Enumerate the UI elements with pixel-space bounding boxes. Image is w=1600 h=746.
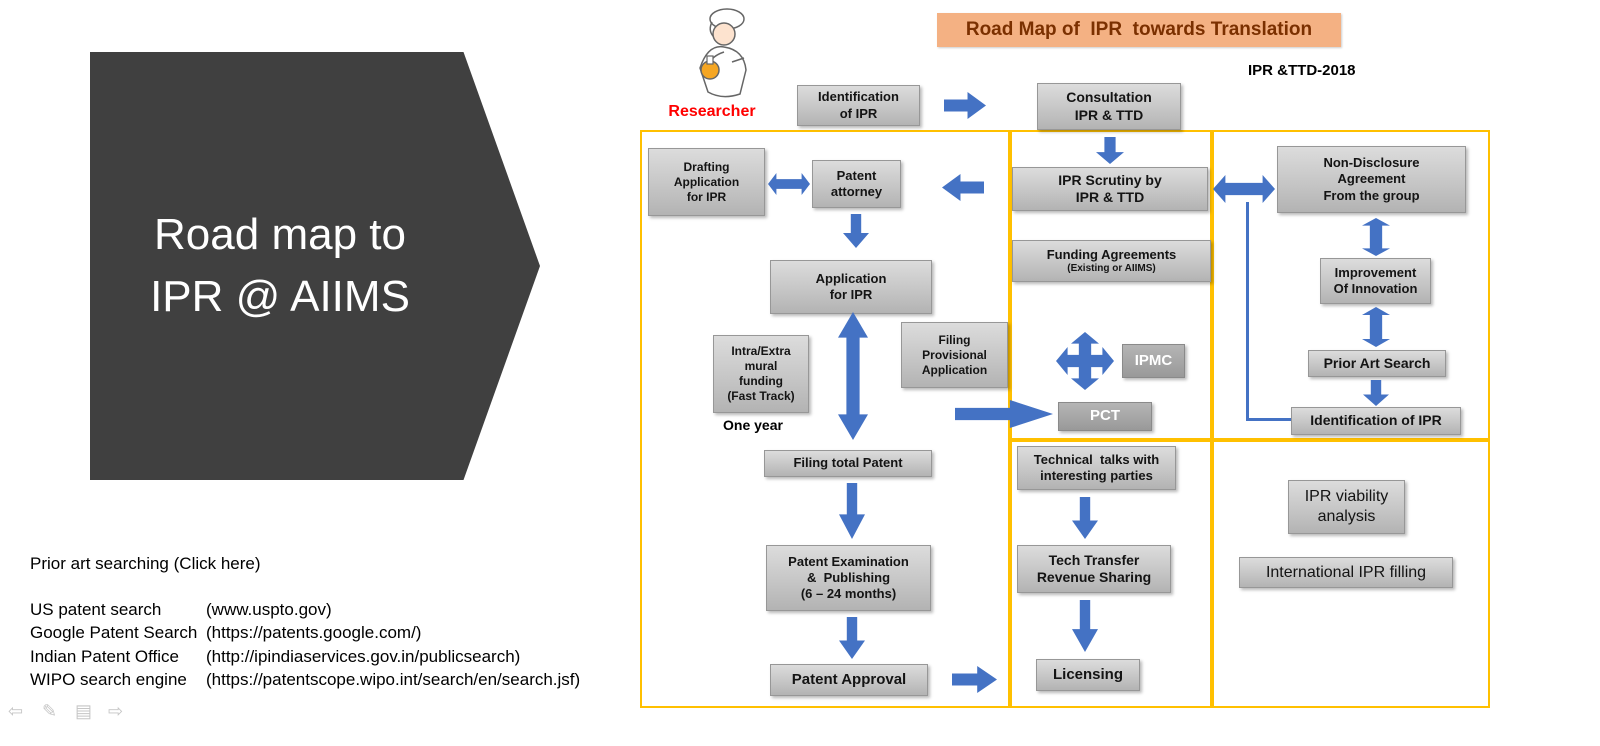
title-banner: Road Map of IPR towards Translation (937, 13, 1341, 47)
link-url: (www.uspto.gov) (206, 599, 332, 619)
label-one-year: One year (723, 417, 783, 433)
connector-line-vertical (1246, 202, 1249, 420)
funding-agreements-subtitle: (Existing or AIIMS) (1067, 262, 1156, 274)
box-drafting-application: Drafting Application for IPR (648, 148, 765, 216)
box-international-ipr-filing: International IPR filling (1239, 557, 1453, 588)
click-here-link[interactable]: (Click here) (173, 554, 261, 573)
researcher-label: Researcher (668, 103, 756, 120)
prior-art-links-block: Prior art searching (Click here) US pate… (30, 554, 580, 692)
box-nda: Non-Disclosure Agreement From the group (1277, 146, 1466, 213)
box-ipmc: IPMC (1122, 344, 1185, 378)
prior-art-heading-text: Prior art searching (30, 554, 174, 573)
box-consultation: Consultation IPR & TTD (1037, 83, 1181, 130)
panel-right-top (1212, 130, 1490, 440)
link-name: US patent search (30, 599, 162, 619)
panel-left (640, 130, 1010, 708)
box-improvement: Improvement Of Innovation (1320, 258, 1431, 304)
link-row-wipo: WIPO search engine (https://patentscope.… (30, 669, 580, 693)
box-patent-attorney: Patent attorney (812, 160, 901, 208)
connector-line-horizontal (1246, 418, 1292, 421)
pen-tool-button[interactable]: ✎ (42, 701, 58, 721)
link-url: (https://patents.google.com/) (206, 623, 422, 643)
link-name: Indian Patent Office (30, 646, 180, 666)
chevron-title-line2: IPR @ AIIMS (150, 272, 410, 321)
title-chevron: Road map to IPR @ AIIMS (90, 52, 540, 480)
panel-middle-top (1010, 130, 1212, 440)
subtitle-text: IPR &TTD-2018 (1248, 62, 1356, 79)
four-way-arrow-icon (1056, 332, 1114, 390)
box-prior-art-search: Prior Art Search (1308, 350, 1446, 377)
prior-art-heading: Prior art searching (Click here) (30, 554, 580, 574)
link-name: Google Patent Search (30, 623, 198, 643)
box-patent-approval: Patent Approval (770, 664, 928, 696)
box-identification-of-ipr-2: Identification of IPR (1291, 407, 1461, 435)
next-slide-button[interactable]: ⇨ (108, 701, 124, 721)
box-filing-provisional: Filing Provisional Application (901, 322, 1008, 388)
panel-right-bottom (1212, 440, 1490, 708)
box-licensing: Licensing (1036, 659, 1140, 691)
box-technical-talks: Technical talks with interesting parties (1017, 446, 1176, 490)
panel-middle-bottom (1010, 440, 1212, 708)
link-name: WIPO search engine (30, 670, 187, 690)
slide-sorter-button[interactable]: ▤ (75, 701, 93, 721)
researcher-clipart (699, 8, 747, 98)
box-mural-funding: Intra/Extra mural funding (Fast Track) (713, 335, 809, 413)
funding-agreements-title: Funding Agreements (1046, 246, 1177, 262)
link-row-indian: Indian Patent Office (http://ipindiaserv… (30, 645, 580, 669)
link-url: (http://ipindiaservices.gov.in/publicsea… (206, 646, 521, 666)
chevron-title-line1: Road map to (154, 210, 406, 259)
box-identification-of-ipr: Identification of IPR (797, 85, 920, 126)
prev-slide-button[interactable]: ⇦ (8, 701, 24, 721)
link-row-uspto: US patent search (www.uspto.gov) (30, 598, 580, 622)
box-funding-agreements: Funding Agreements (Existing or AIIMS) (1012, 240, 1211, 282)
box-ipr-viability: IPR viability analysis (1288, 480, 1405, 534)
link-url: (https://patentscope.wipo.int/search/en/… (206, 670, 581, 690)
box-application-for-ipr: Application for IPR (770, 260, 932, 314)
box-patent-examination: Patent Examination & Publishing (6 – 24 … (766, 545, 931, 611)
box-tech-transfer: Tech Transfer Revenue Sharing (1017, 545, 1171, 593)
link-row-google: Google Patent Search (https://patents.go… (30, 622, 580, 646)
box-filing-total-patent: Filing total Patent (764, 450, 932, 477)
arrow-right-icon-identification-to-consultation (944, 92, 986, 119)
box-pct: PCT (1058, 402, 1152, 431)
box-ipr-scrutiny: IPR Scrutiny by IPR & TTD (1012, 167, 1208, 211)
